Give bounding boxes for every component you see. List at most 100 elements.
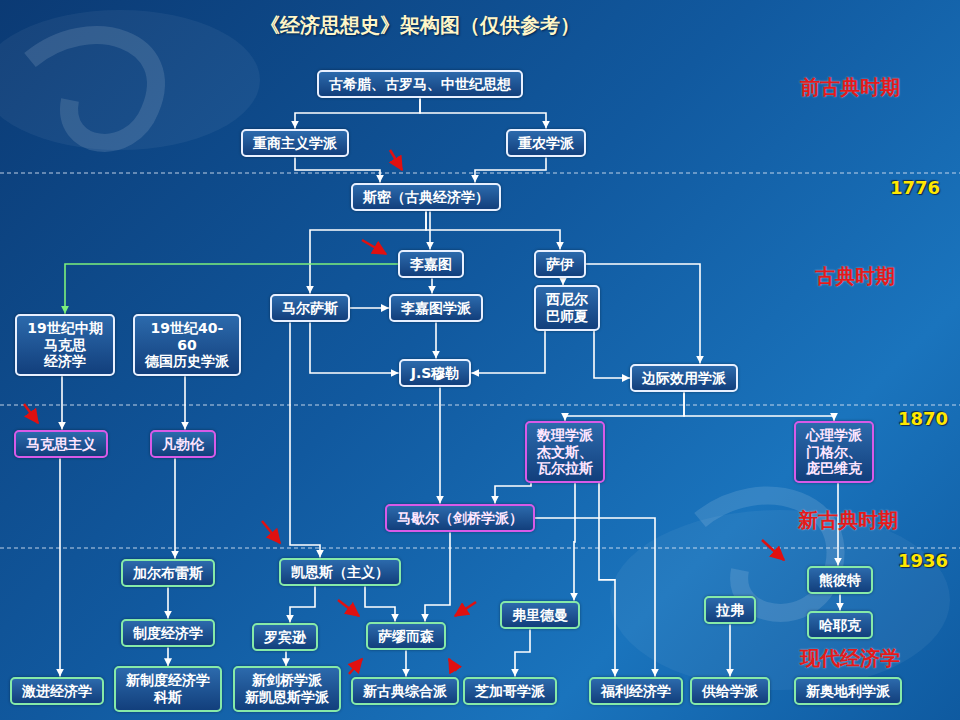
school-box: 重农学派	[506, 129, 586, 158]
school-name: 熊彼特	[819, 572, 861, 589]
influence-arrow	[167, 587, 169, 618]
school-box: 福利经济学	[589, 677, 683, 706]
school-box: 古希腊、古罗马、中世纪思想	[317, 70, 523, 99]
school-box: 李嘉图学派	[389, 294, 483, 323]
influence-arrow	[471, 331, 545, 373]
influence-arrow	[420, 98, 546, 128]
influence-arrow	[565, 392, 684, 420]
school-box: 哈耶克	[807, 611, 873, 640]
school-name: 弗里德曼	[512, 607, 568, 624]
school-name: 罗宾逊	[264, 629, 306, 646]
influence-arrow	[439, 387, 441, 503]
school-box: 数理学派 杰文斯、瓦尔拉斯	[525, 421, 605, 483]
school-box: 李嘉图	[398, 250, 464, 279]
influence-arrow	[495, 483, 531, 503]
era-label: 新古典时期	[798, 507, 898, 534]
year-marker: 1870	[898, 408, 948, 429]
school-box: 熊彼特	[807, 566, 873, 595]
school-name: 萨缪而森	[378, 628, 434, 645]
year-marker: 1936	[898, 550, 948, 571]
era-label: 前古典时期	[800, 74, 900, 101]
school-name: 加尔布雷斯	[133, 565, 203, 582]
school-name: 凯恩斯（主义）	[291, 564, 389, 581]
school-box: 激进经济学	[10, 677, 104, 706]
school-name: 凡勃伦	[162, 436, 204, 453]
influence-arrow	[184, 376, 186, 429]
school-name: 新奥地利学派	[806, 683, 890, 700]
influence-arrow	[405, 650, 407, 676]
school-name: 19世纪40-60 德国历史学派	[145, 320, 229, 370]
influence-arrow	[839, 594, 841, 610]
highlight-arrow	[24, 150, 784, 674]
influence-arrow	[174, 458, 176, 558]
school-box: 斯密（古典经济学）	[351, 183, 501, 212]
school-name: 供给学派	[702, 683, 758, 700]
influence-arrow	[310, 322, 399, 373]
school-box: 弗里德曼	[500, 601, 580, 630]
school-box: 马尔萨斯	[270, 294, 350, 323]
school-name: 心理学派 门格尔、庞巴维克	[806, 427, 862, 477]
school-box: 西尼尔 巴师夏	[534, 285, 600, 331]
school-name: 数理学派 杰文斯、瓦尔拉斯	[537, 427, 593, 477]
influence-arrow	[729, 624, 731, 676]
influence-arrow	[535, 518, 655, 677]
school-box: 加尔布雷斯	[121, 559, 215, 588]
influence-arrow	[425, 532, 450, 621]
glow-ornament	[0, 10, 260, 150]
school-box: 马克思主义	[14, 430, 108, 459]
school-box: 新古典综合派	[351, 677, 459, 706]
school-box: 新剑桥学派 新凯恩斯学派	[233, 666, 341, 712]
school-name: 制度经济学	[133, 625, 203, 642]
school-name: 新古典综合派	[363, 683, 447, 700]
influence-arrow	[475, 157, 546, 182]
influence-arrow	[365, 586, 395, 621]
school-name: 古希腊、古罗马、中世纪思想	[329, 76, 511, 93]
school-name: 拉弗	[716, 602, 744, 619]
influence-arrow	[435, 322, 437, 358]
influence-arrow	[290, 586, 315, 622]
school-name: 马尔萨斯	[282, 300, 338, 317]
school-box: 供给学派	[690, 677, 770, 706]
school-box: 罗宾逊	[252, 623, 318, 652]
school-box: 萨缪而森	[366, 622, 446, 651]
influence-arrow	[594, 331, 630, 378]
influence-arrow	[574, 483, 575, 600]
school-name: 激进经济学	[22, 683, 92, 700]
school-box: 萨伊	[534, 250, 586, 279]
influence-arrow	[295, 157, 380, 182]
influence-arrow	[285, 651, 287, 666]
school-name: 福利经济学	[601, 683, 671, 700]
influence-arrow	[167, 647, 169, 666]
school-name: 重农学派	[518, 135, 574, 152]
school-box: 心理学派 门格尔、庞巴维克	[794, 421, 874, 483]
era-divider	[0, 173, 960, 548]
school-name: 马歇尔（剑桥学派）	[397, 510, 523, 527]
school-name: 19世纪中期 马克思 经济学	[27, 320, 102, 370]
diagram-title: 《经济思想史》架构图（仅供参考）	[0, 12, 840, 39]
school-box: 凯恩斯（主义）	[279, 558, 401, 587]
era-label: 现代经济学	[800, 645, 900, 672]
school-box: 芝加哥学派	[463, 677, 557, 706]
school-name: 李嘉图	[410, 256, 452, 273]
influence-arrow	[295, 98, 420, 128]
influence-arrow	[599, 483, 615, 676]
influence-arrow	[431, 278, 433, 293]
influence-arrow	[61, 376, 63, 429]
school-name: 芝加哥学派	[475, 683, 545, 700]
school-name: 萨伊	[546, 256, 574, 273]
influence-arrow	[562, 278, 564, 285]
school-name: 边际效用学派	[642, 370, 726, 387]
influence-arrow	[684, 392, 834, 420]
influence-arrow	[290, 322, 320, 557]
school-name: 马克思主义	[26, 436, 96, 453]
school-name: 重商主义学派	[253, 135, 337, 152]
school-box: 19世纪40-60 德国历史学派	[133, 314, 241, 376]
school-box: 新奥地利学派	[794, 677, 902, 706]
school-box: 19世纪中期 马克思 经济学	[15, 314, 114, 376]
influence-arrow	[59, 458, 61, 676]
school-box: 边际效用学派	[630, 364, 738, 393]
school-name: 哈耶克	[819, 617, 861, 634]
school-name: 新剑桥学派 新凯恩斯学派	[245, 672, 329, 706]
school-box: 新制度经济学 科斯	[114, 666, 222, 712]
